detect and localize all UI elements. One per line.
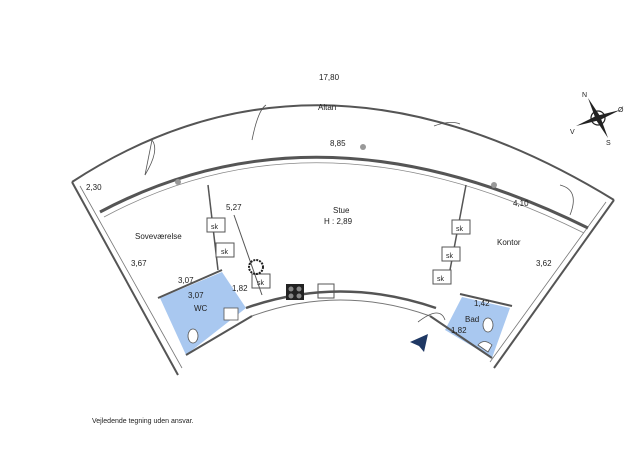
wc-room-fill: [160, 272, 246, 355]
sink-icon: [317, 283, 335, 299]
storage-label-2: sk: [221, 249, 229, 256]
bad-outer-wall: [429, 315, 493, 359]
facade-wall: [99, 155, 589, 230]
stue-height-label: H : 2,89: [324, 217, 353, 226]
room-label-wc: WC: [194, 304, 208, 313]
compass-south: S: [606, 140, 611, 147]
room-label-stue: Stue: [333, 206, 350, 215]
storage-label-3: sk: [257, 280, 265, 287]
bad-basin-icon: [477, 341, 493, 353]
storage-label-5: sk: [446, 253, 454, 260]
inner-curve-wall: [245, 290, 437, 310]
storage-label-6: sk: [437, 276, 445, 283]
door-office-balcony: [559, 184, 574, 216]
dim-altan-depth: 2,30: [86, 183, 102, 192]
door-entrance: [417, 312, 446, 323]
storage-label-1: sk: [211, 224, 219, 231]
storage-label-4: sk: [456, 226, 464, 233]
door-living-balcony-right: [433, 122, 461, 127]
outer-wall-right-inner: [489, 201, 607, 363]
washing-machine-icon: [248, 259, 264, 275]
compass-north: N: [582, 92, 587, 99]
light-icon-2: [360, 144, 366, 150]
compass-west: V: [570, 129, 575, 136]
wc-top-wall: [157, 269, 223, 299]
outer-wall-right: [493, 199, 615, 369]
overall-width-label: 17,80: [319, 73, 340, 82]
dim-wc-side: 1,82: [232, 284, 248, 293]
wc-basin-icon: [223, 307, 239, 321]
outer-wall: [71, 104, 615, 201]
light-icon-3: [491, 182, 497, 188]
wc-toilet-icon: [187, 328, 199, 344]
dim-kontor-depth: 4,10: [513, 199, 529, 208]
dim-sove-width: 3,67: [131, 259, 147, 268]
storage-left: [206, 214, 271, 296]
wc-outer-wall: [185, 315, 253, 356]
compass-east: Ø: [618, 107, 624, 114]
stove-icon: [286, 284, 304, 300]
dim-sove-depth: 5,27: [226, 203, 242, 212]
dim-wc-width: 3,07: [178, 276, 194, 285]
door-bedroom-balcony: [144, 139, 156, 176]
storage-right: [432, 219, 471, 285]
light-icon-1: [175, 179, 181, 185]
outer-wall-left: [71, 181, 179, 376]
door-living-balcony-left: [251, 104, 267, 141]
dim-kontor-width: 3,62: [536, 259, 552, 268]
room-label-altan: Altan: [318, 103, 336, 112]
room-label-bad: Bad: [465, 315, 479, 324]
entrance-arrow-icon: [410, 334, 428, 352]
inner-curve-wall-2: [251, 299, 431, 317]
room-label-sovevaerelse: Soveværelse: [135, 232, 182, 241]
dim-bad-width: 1,42: [474, 299, 490, 308]
room-label-kontor: Kontor: [497, 238, 521, 247]
bad-room-fill: [445, 297, 510, 358]
facade-wall-inner: [103, 162, 585, 234]
bad-top-wall: [459, 293, 513, 307]
dim-wc-depth: 3,07: [188, 291, 204, 300]
compass-icon: [576, 98, 620, 138]
dim-bad-depth: 1,82: [451, 326, 467, 335]
dim-stue-width: 8,85: [330, 139, 346, 148]
disclaimer-text: Vejledende tegning uden ansvar.: [92, 418, 194, 425]
bad-toilet-icon: [482, 317, 494, 333]
outer-wall-left-inner: [79, 185, 183, 369]
